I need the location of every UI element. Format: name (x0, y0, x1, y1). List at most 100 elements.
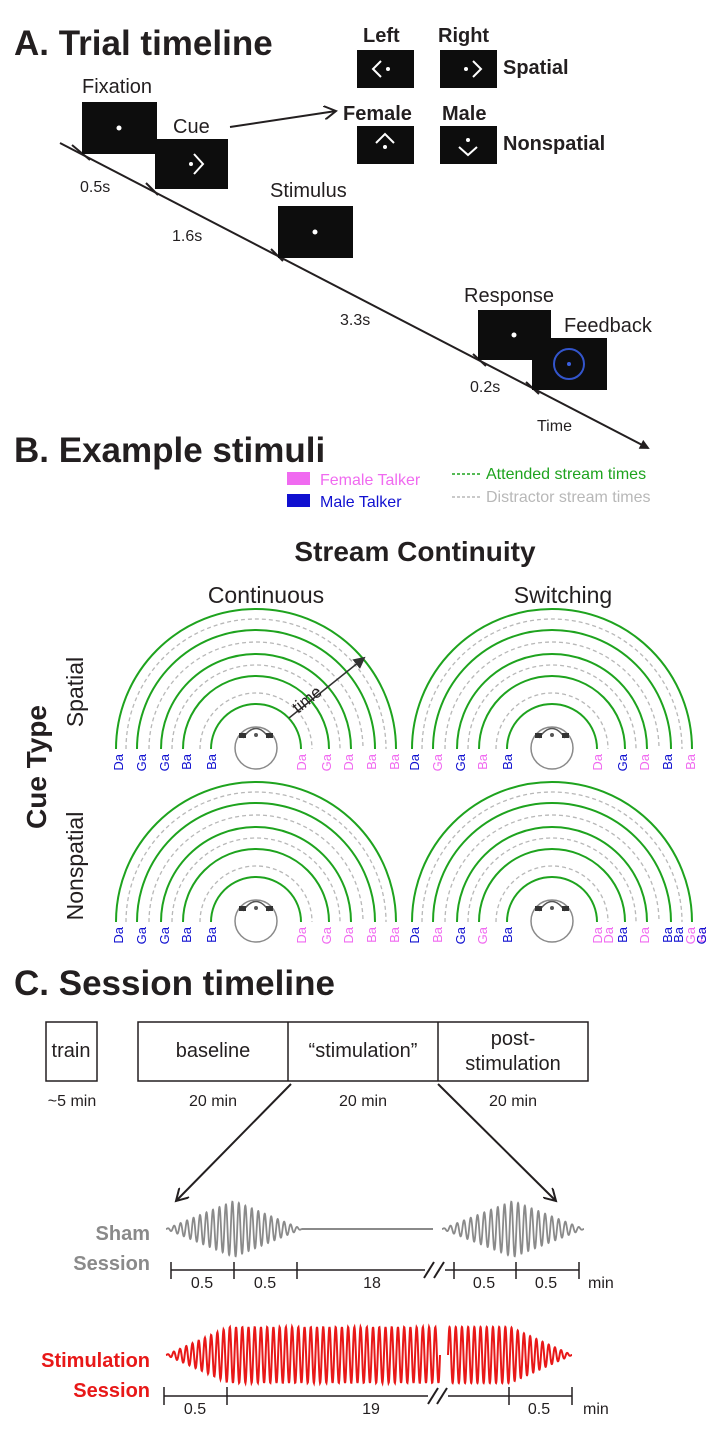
listener-head-icon (530, 726, 574, 770)
zoom-arrow-left (176, 1083, 292, 1201)
syllable-label: Da (341, 926, 356, 943)
panel-c-title: C. Session timeline (14, 964, 335, 1003)
syllable-label: Ba (683, 753, 698, 770)
syllable-label: Da (637, 926, 652, 943)
chevron-up-icon (375, 132, 395, 144)
attended-stream-arc (478, 848, 626, 923)
panel-b-title: B. Example stimuli (14, 431, 325, 470)
syllable-label: Da (111, 753, 126, 770)
distractor-stream-arc (495, 692, 609, 750)
feedback-ring-icon (553, 348, 585, 380)
stim-seg-2: 19 (362, 1401, 380, 1418)
syllable-label: Ba (387, 753, 402, 770)
syllable-label: Ga (319, 753, 334, 771)
attended-stream-arc (478, 675, 626, 750)
panel-a: A. Trial timeline Fixation Cue Stimulus … (14, 24, 653, 449)
stimulus-dot (312, 229, 318, 235)
syllable-label: Ba (430, 926, 445, 943)
spatial-row-label: Spatial (62, 657, 88, 727)
tick-stimulus (270, 248, 284, 262)
syllable-label: Ba (387, 926, 402, 943)
listener-head-icon (530, 899, 574, 943)
sham-axis-break (433, 1261, 445, 1279)
syllable-label: Ga (475, 926, 490, 944)
baseline-label: baseline (176, 1040, 251, 1062)
nonspatial-cue-label: Nonspatial (503, 133, 605, 155)
syllable-label: Ga (134, 926, 149, 944)
tick-fixation (71, 144, 91, 161)
post-stimulation-label-1: post- (491, 1028, 535, 1050)
syllable-label: Da (341, 753, 356, 770)
listener-head-icon (234, 726, 278, 770)
attended-stream-arc (432, 629, 672, 750)
stim-unit: min (583, 1401, 609, 1418)
attended-stream-arc (210, 876, 302, 923)
legend-male-label: Male Talker (320, 494, 402, 511)
cue-left-screen (357, 50, 414, 88)
stim-label-2: Session (73, 1380, 150, 1402)
syllable-label: Ba (364, 753, 379, 770)
sham-label-1: Sham (96, 1223, 150, 1245)
syllable-label: Da (590, 753, 605, 770)
feedback-dot (567, 362, 571, 366)
sham-seg-3: 18 (363, 1275, 381, 1292)
cue-female-label: Female (343, 103, 412, 125)
response-label: Response (464, 285, 554, 307)
syllable-label: Da (407, 753, 422, 770)
syllable-label: Ba (660, 753, 675, 770)
cue-dot (189, 162, 193, 166)
attended-stream-arc (210, 703, 302, 750)
sham-axis-break (423, 1261, 435, 1279)
session-blocks (137, 1021, 589, 1082)
syllable-label: Ga (157, 926, 172, 944)
cue-type-label: Cue Type (21, 705, 52, 829)
panel-b: B. Example stimuli Female Talker Male Ta… (14, 431, 709, 944)
distractor-stream-arc (199, 865, 313, 923)
syllable-label: Ba (615, 926, 630, 943)
distractor-stream-arc (421, 791, 683, 923)
distractor-stream-arc (199, 692, 313, 750)
panel-c: C. Session timeline train ~5 min baselin… (14, 964, 614, 1418)
attended-stream-arc (432, 802, 672, 923)
stream-continuity-title: Stream Continuity (294, 536, 536, 567)
stimulation-duration: 20 min (339, 1093, 387, 1110)
sham-seg-2: 0.5 (254, 1275, 276, 1292)
attended-stream-arc (115, 608, 397, 750)
sham-seg-1: 0.5 (191, 1275, 213, 1292)
stim-seg-1: 0.5 (184, 1401, 206, 1418)
syllable-label: Ga (453, 753, 468, 771)
syllable-label: Ga (615, 753, 630, 771)
legend-male-swatch (287, 494, 310, 507)
duration-response: 0.2s (470, 379, 500, 396)
sham-label-2: Session (73, 1253, 150, 1275)
fixation-label: Fixation (82, 76, 152, 98)
syllable-label: Ga (430, 753, 445, 771)
chevron-left-icon (371, 60, 382, 78)
legend-female-label: Female Talker (320, 472, 421, 489)
distractor-stream-arc (148, 641, 364, 750)
attended-stream-arc (411, 781, 693, 923)
syllable-label: Da (294, 753, 309, 770)
syllable-label: Ba (694, 926, 709, 943)
distractor-stream-arc (444, 641, 660, 750)
time-axis-label: Time (537, 418, 572, 435)
attended-stream-arc (411, 608, 693, 750)
stim-label-1: Stimulation (41, 1350, 150, 1372)
chevron-right-icon (472, 60, 483, 78)
attended-stream-arc (456, 653, 648, 750)
syllable-label: Da (294, 926, 309, 943)
stim-seg-3: 0.5 (528, 1401, 550, 1418)
syllable-label: Ba (671, 926, 686, 943)
attended-stream-arc (182, 848, 330, 923)
sham-waveform-end-ramp (441, 1200, 585, 1258)
sham-unit: min (588, 1275, 614, 1292)
spatial-cue-label: Spatial (503, 57, 569, 79)
time-axis (59, 142, 650, 449)
attended-stream-arc (506, 876, 598, 923)
stimulation-label: “stimulation” (309, 1040, 418, 1062)
train-duration: ~5 min (48, 1093, 96, 1110)
attended-stream-arc (160, 653, 352, 750)
attended-stream-arc (456, 826, 648, 923)
